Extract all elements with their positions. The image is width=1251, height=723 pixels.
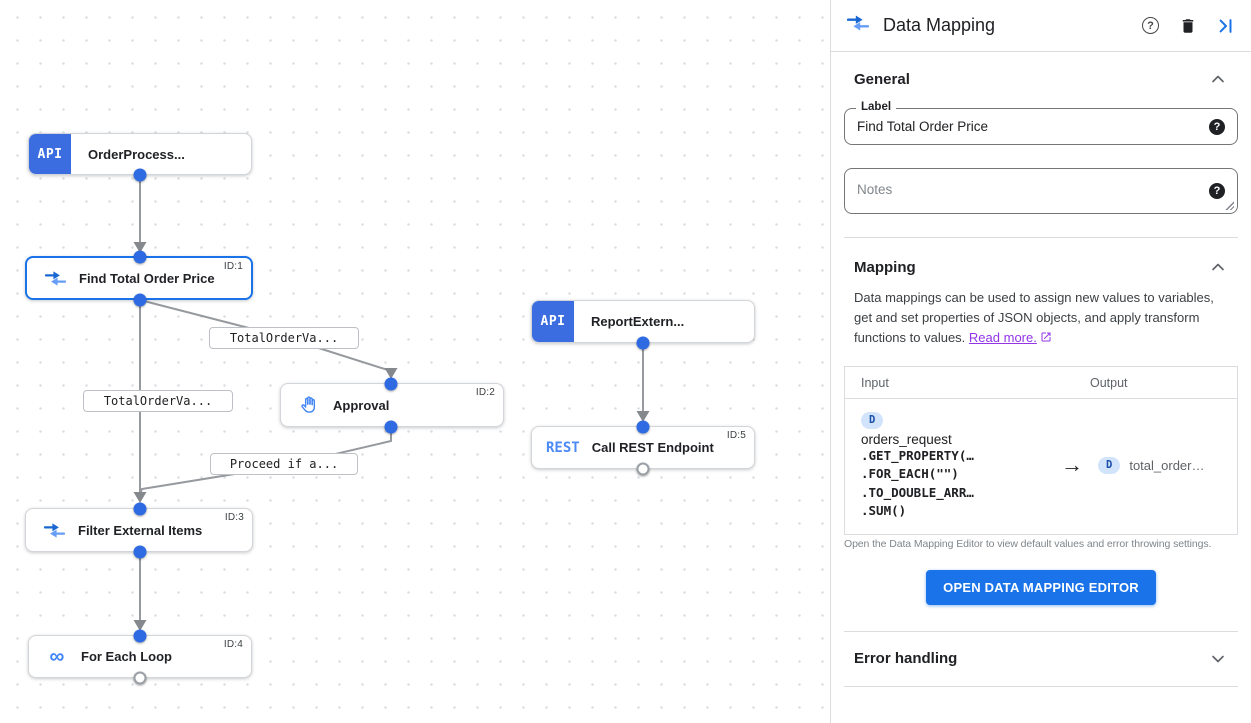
collapse-panel-button[interactable] <box>1217 17 1235 35</box>
node-trigger-orderprocess[interactable]: API OrderProcess... <box>28 133 252 175</box>
loop-icon: ∞ <box>49 645 65 668</box>
divider <box>844 685 1238 687</box>
divider <box>844 237 1238 238</box>
error-handling-section-header[interactable]: Error handling <box>844 632 1238 686</box>
data-mapping-icon <box>44 268 66 289</box>
section-title: General <box>854 70 910 88</box>
node-label: OrderProcess... <box>88 146 185 162</box>
mapping-output-cell: D total_order… <box>1098 456 1229 474</box>
transform-line: .SUM() <box>861 503 907 518</box>
mapping-input-cell: D orders_request .GET_PROPERTY(… .FOR_EA… <box>861 410 1046 521</box>
section-title: Error handling <box>854 650 958 667</box>
input-column-header: Input <box>861 376 889 390</box>
transform-line: .GET_PROPERTY(… <box>861 447 974 463</box>
label-help-icon[interactable]: ? <box>1209 118 1225 135</box>
connection-point[interactable] <box>133 545 147 559</box>
api-trigger-badge: API <box>29 134 71 174</box>
node-id-badge: ID:3 <box>224 512 244 523</box>
flow-canvas[interactable]: API OrderProcess... ID:1 Find Total Orde… <box>0 0 830 723</box>
mapping-table-header: Input Output <box>845 367 1237 399</box>
transform-line: .TO_DOUBLE_ARR… <box>861 484 974 500</box>
node-id-badge: ID:2 <box>475 387 495 398</box>
node-id-badge: ID:4 <box>223 639 243 650</box>
connection-point-end[interactable] <box>133 671 147 685</box>
api-trigger-badge: API <box>532 301 574 342</box>
chevron-up-icon <box>1212 75 1224 83</box>
input-variable: orders_request <box>861 431 952 447</box>
textarea-resize-handle[interactable] <box>1225 201 1234 210</box>
connection-point[interactable] <box>133 629 147 643</box>
divider <box>844 630 1238 632</box>
transform-line: .FOR_EACH("") <box>861 466 959 481</box>
open-data-mapping-editor-button[interactable]: OPEN DATA MAPPING EDITOR <box>926 569 1156 605</box>
data-mapping-icon <box>43 520 65 541</box>
flow-edges <box>133 175 650 631</box>
connection-point[interactable] <box>384 420 398 434</box>
connection-point[interactable] <box>133 168 147 182</box>
mapping-editor-hint: Open the Data Mapping Editor to view def… <box>844 537 1212 550</box>
hand-icon <box>298 395 320 415</box>
panel-title: Data Mapping <box>883 15 996 35</box>
label-field: Label ? <box>844 101 1238 145</box>
label-input[interactable] <box>857 119 1209 134</box>
edge-label-totalorderva-1[interactable]: TotalOrderVa... <box>209 327 359 349</box>
notes-input[interactable] <box>857 176 1209 206</box>
edge-label-proceed-if[interactable]: Proceed if a... <box>210 453 358 475</box>
connection-point[interactable] <box>133 502 147 516</box>
read-more-link[interactable]: Read more. <box>968 330 1037 345</box>
help-button[interactable]: ? <box>1142 17 1159 34</box>
notes-field: ? <box>844 168 1238 214</box>
mapping-row[interactable]: D orders_request .GET_PROPERTY(… .FOR_EA… <box>845 399 1237 534</box>
double-type-badge: D <box>1098 456 1121 474</box>
notes-help-icon[interactable]: ? <box>1209 183 1225 199</box>
config-panel: Data Mapping ? General Label <box>830 0 1251 723</box>
rest-icon: REST <box>546 439 580 456</box>
data-mapping-icon <box>846 12 870 39</box>
node-label: For Each Loop <box>81 649 172 664</box>
node-label: Filter External Items <box>78 522 203 538</box>
section-error-handling: Error handling <box>831 632 1251 687</box>
edge-label-totalorderva-2[interactable]: TotalOrderVa... <box>83 390 233 412</box>
node-id-badge: ID:1 <box>223 261 243 272</box>
section-general: General Label ? ? <box>831 52 1251 238</box>
output-variable: total_order… <box>1129 457 1205 473</box>
connection-point[interactable] <box>384 377 398 391</box>
connection-point[interactable] <box>636 336 650 350</box>
chevron-up-icon <box>1212 263 1224 271</box>
mapping-section-header[interactable]: Mapping <box>844 238 1238 277</box>
mapping-table: Input Output D orders_request .GET_PROPE… <box>844 366 1238 535</box>
mapping-arrow-icon: → <box>1061 452 1083 478</box>
connection-point[interactable] <box>133 293 147 307</box>
collapse-right-icon <box>1219 18 1232 33</box>
section-mapping: Mapping Data mappings can be used to ass… <box>831 238 1251 632</box>
trash-icon <box>1182 18 1194 33</box>
panel-header: Data Mapping ? <box>831 0 1251 52</box>
label-field-caption: Label <box>856 101 897 113</box>
double-type-badge: D <box>861 411 884 429</box>
general-section-header[interactable]: General <box>844 52 1238 89</box>
node-id-badge: ID:5 <box>726 430 746 441</box>
delete-task-button[interactable] <box>1179 17 1197 35</box>
output-column-header: Output <box>1090 376 1128 390</box>
connection-point-end[interactable] <box>636 462 650 476</box>
mapping-description: Data mappings can be used to assign new … <box>854 288 1228 349</box>
connection-point[interactable] <box>636 420 650 434</box>
node-label: Call REST Endpoint <box>591 440 714 455</box>
connection-point[interactable] <box>133 250 147 264</box>
node-label: ReportExtern... <box>591 314 685 329</box>
node-trigger-reportextern[interactable]: API ReportExtern... <box>531 300 755 343</box>
node-label: Approval <box>333 397 390 413</box>
section-title: Mapping <box>854 258 916 276</box>
node-label: Find Total Order Price <box>79 270 215 286</box>
external-link-icon <box>1040 329 1052 349</box>
chevron-down-icon <box>1212 655 1224 662</box>
